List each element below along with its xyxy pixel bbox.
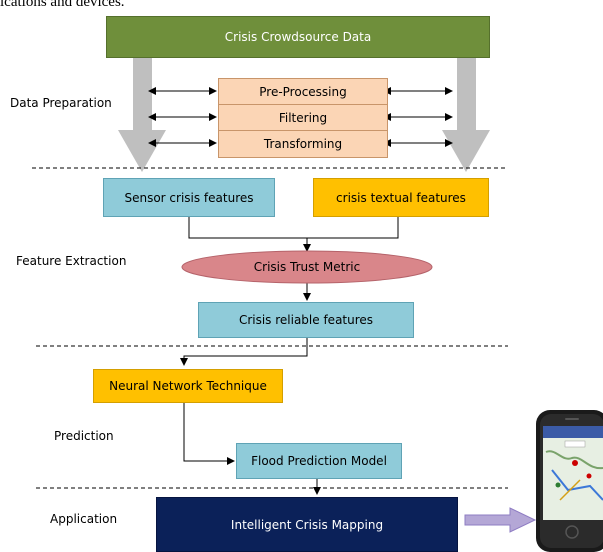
- big-arrow-left: [118, 58, 166, 172]
- crisis-mapping-box: Intelligent Crisis Mapping: [156, 497, 458, 552]
- stage-data-preparation: Data Preparation: [10, 96, 112, 110]
- crowdsource-data-box: Crisis Crowdsource Data: [106, 16, 490, 58]
- stage-feature-extraction: Feature Extraction: [16, 254, 127, 268]
- preprocessing-box: Pre-Processing: [218, 78, 388, 105]
- connector-neural-to-flood: [183, 403, 235, 465]
- textual-features-box: crisis textual features: [313, 178, 489, 217]
- transforming-box: Transforming: [218, 130, 388, 158]
- sensor-features-box: Sensor crisis features: [103, 178, 275, 217]
- filtering-box: Filtering: [218, 104, 388, 131]
- connector-sensor-merge: [188, 217, 399, 239]
- trust-metric-label: Crisis Trust Metric: [253, 260, 361, 274]
- stage-application: Application: [50, 512, 118, 526]
- stage-prediction: Prediction: [54, 429, 114, 443]
- mobile-arrow: [464, 507, 537, 533]
- neural-network-box: Neural Network Technique: [93, 369, 283, 403]
- top-text-fragment: ications and devices.: [0, 0, 125, 10]
- big-arrow-right: [442, 58, 490, 172]
- flood-model-box: Flood Prediction Model: [236, 443, 402, 479]
- connector-reliable-to-neural: [180, 338, 308, 366]
- reliable-features-box: Crisis reliable features: [198, 302, 414, 338]
- trust-metric-ellipse: [181, 250, 433, 284]
- smartphone-map-icon: [536, 410, 603, 552]
